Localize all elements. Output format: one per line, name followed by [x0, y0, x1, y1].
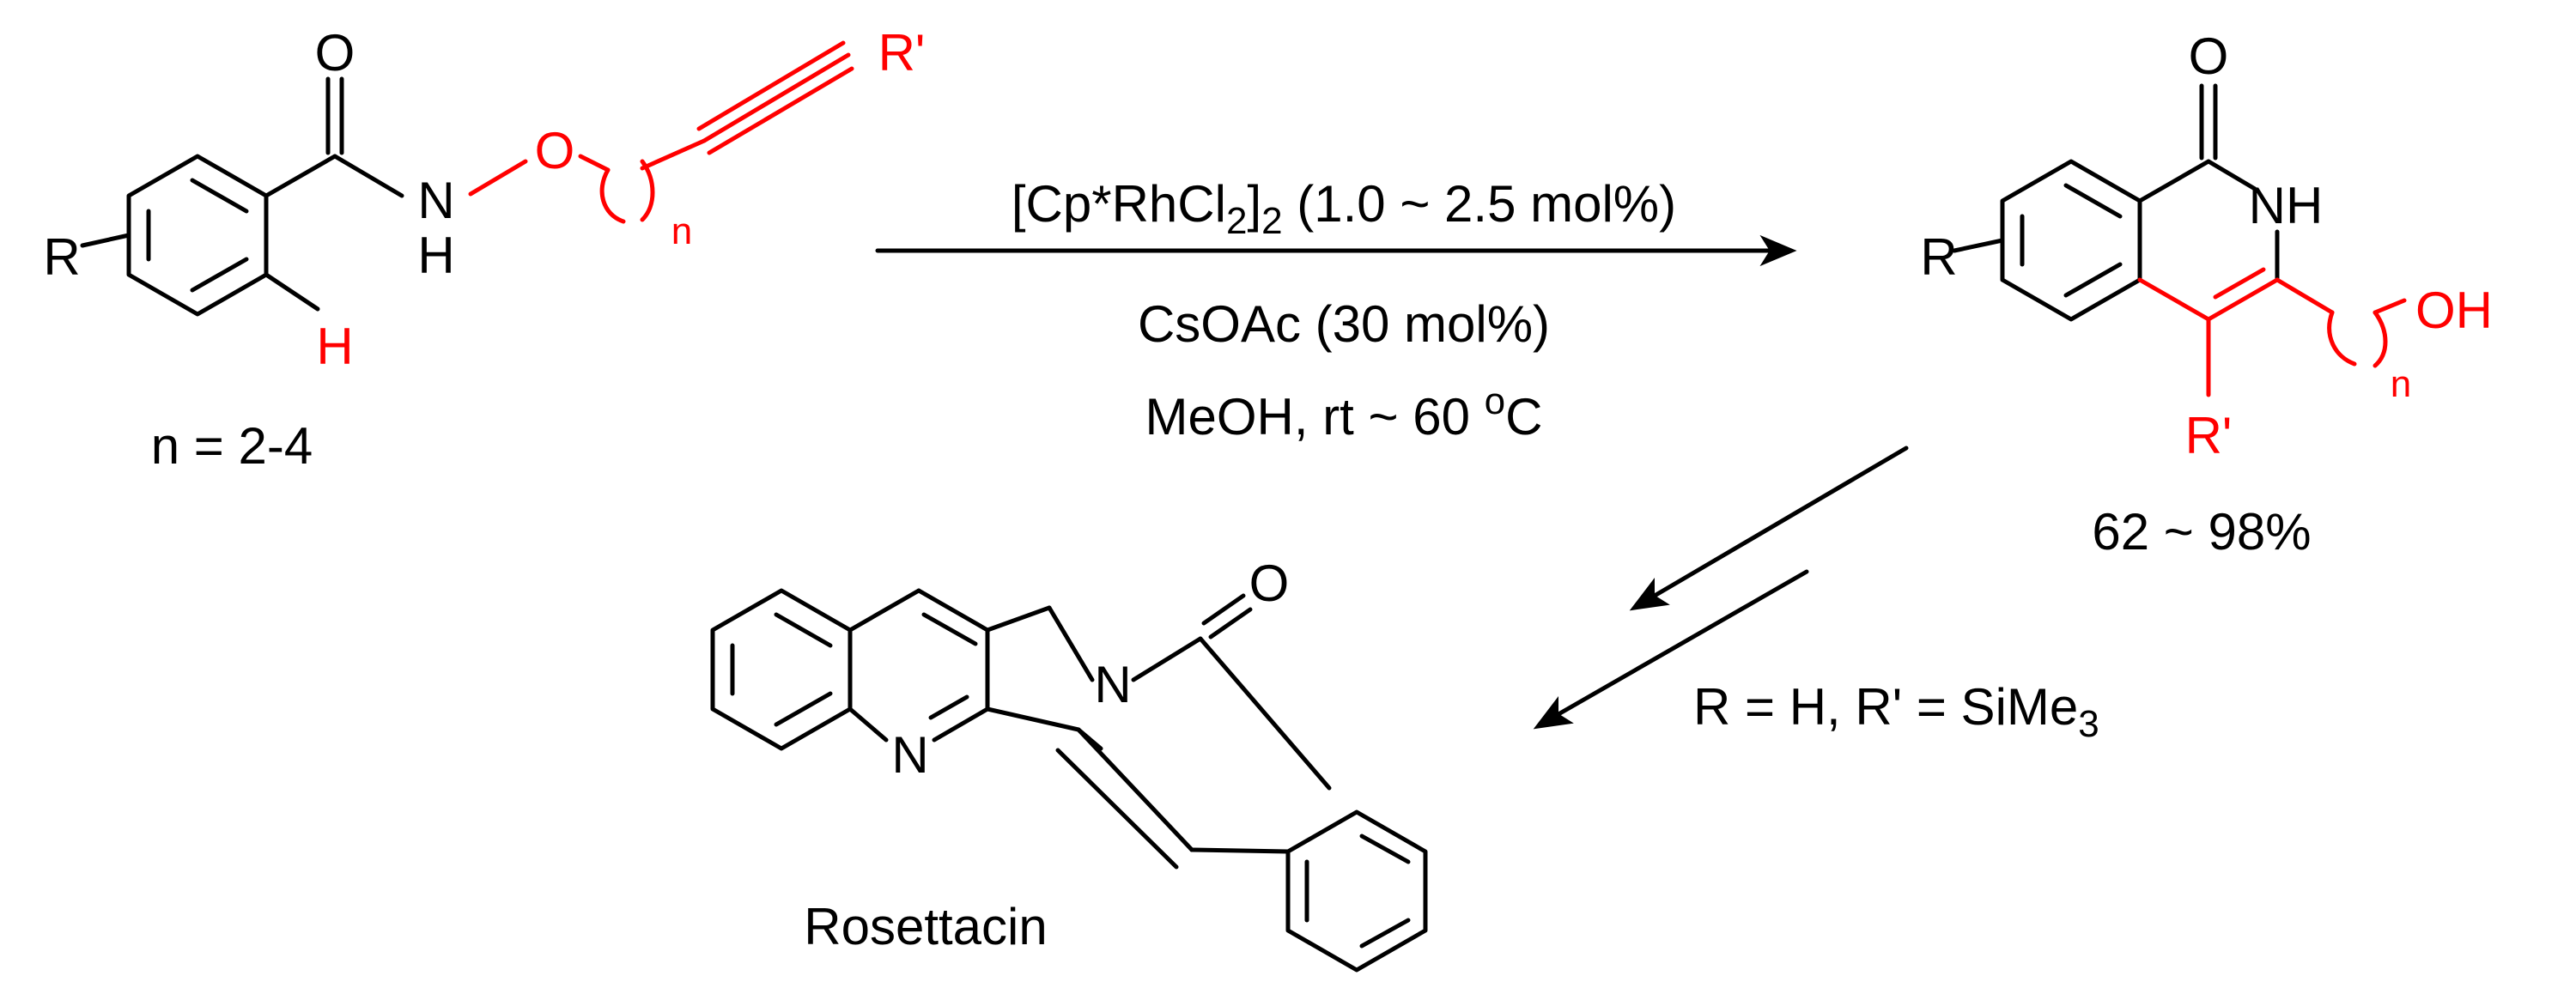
degree-sign: o	[1485, 380, 1505, 422]
transformation-condition: R = H, R' = SiMe3	[1693, 678, 2099, 745]
catalyst-subscript-2: 2	[1261, 200, 1282, 242]
product-structure: O NH R OH R' n	[1920, 27, 2493, 464]
solvent-part-1: MeOH, rt ~ 60	[1145, 388, 1485, 446]
solvent-part-2: C	[1505, 388, 1542, 446]
carbonyl-oxygen: O	[315, 24, 355, 82]
product-r-substituent: R	[1920, 228, 1957, 286]
catalyst-part-2: ]	[1247, 175, 1261, 233]
transformation-condition-main: R = H, R' = SiMe	[1693, 678, 2078, 736]
solvent-label: MeOH, rt ~ 60 oC	[1145, 380, 1543, 446]
catalyst-part-1: [Cp*RhCl	[1012, 175, 1226, 233]
product-red-bonds	[2137, 267, 2407, 397]
product-bonds	[1952, 83, 2280, 322]
chain-subscript-n: n	[671, 210, 692, 252]
rosettacin-amide-nitrogen: N	[1094, 656, 1131, 713]
reactant-structure: O N H O H R R' n	[43, 24, 925, 375]
ether-oxygen: O	[535, 122, 575, 179]
product-r-prime: R'	[2185, 407, 2233, 464]
reactant-red-bonds	[468, 40, 854, 224]
amide-hydrogen: H	[417, 227, 454, 284]
base-label: CsOAc (30 mol%)	[1138, 295, 1550, 353]
catalyst-part-3: (1.0 ~ 2.5 mol%)	[1283, 175, 1677, 233]
rosettacin-carbonyl-oxygen: O	[1249, 555, 1290, 612]
product-chain-subscript-n: n	[2391, 363, 2411, 405]
r-prime-group: R'	[878, 24, 926, 82]
product-hydroxyl: OH	[2415, 282, 2493, 339]
product-yield: 62 ~ 98%	[2092, 503, 2311, 561]
catalyst-subscript-1: 2	[1226, 200, 1247, 242]
r-substituent: R	[43, 228, 80, 286]
rosettacin-bonds	[710, 588, 1428, 973]
ortho-hydrogen: H	[316, 318, 353, 375]
product-carbonyl-oxygen: O	[2189, 27, 2229, 85]
amide-nitrogen: N	[417, 172, 454, 229]
reactant-caption: n = 2-4	[151, 417, 313, 475]
catalyst-label: [Cp*RhCl2]2 (1.0 ~ 2.5 mol%)	[1012, 175, 1676, 242]
reaction-arrow	[875, 234, 1797, 267]
transformation-condition-subscript: 3	[2078, 703, 2099, 745]
rosettacin-structure: O N N	[710, 555, 1428, 973]
transformation-arrows	[1533, 446, 1909, 730]
reactant-bonds	[80, 76, 404, 317]
product-nh: NH	[2249, 177, 2324, 234]
rosettacin-ring-nitrogen: N	[891, 726, 928, 784]
rosettacin-name: Rosettacin	[804, 898, 1047, 955]
